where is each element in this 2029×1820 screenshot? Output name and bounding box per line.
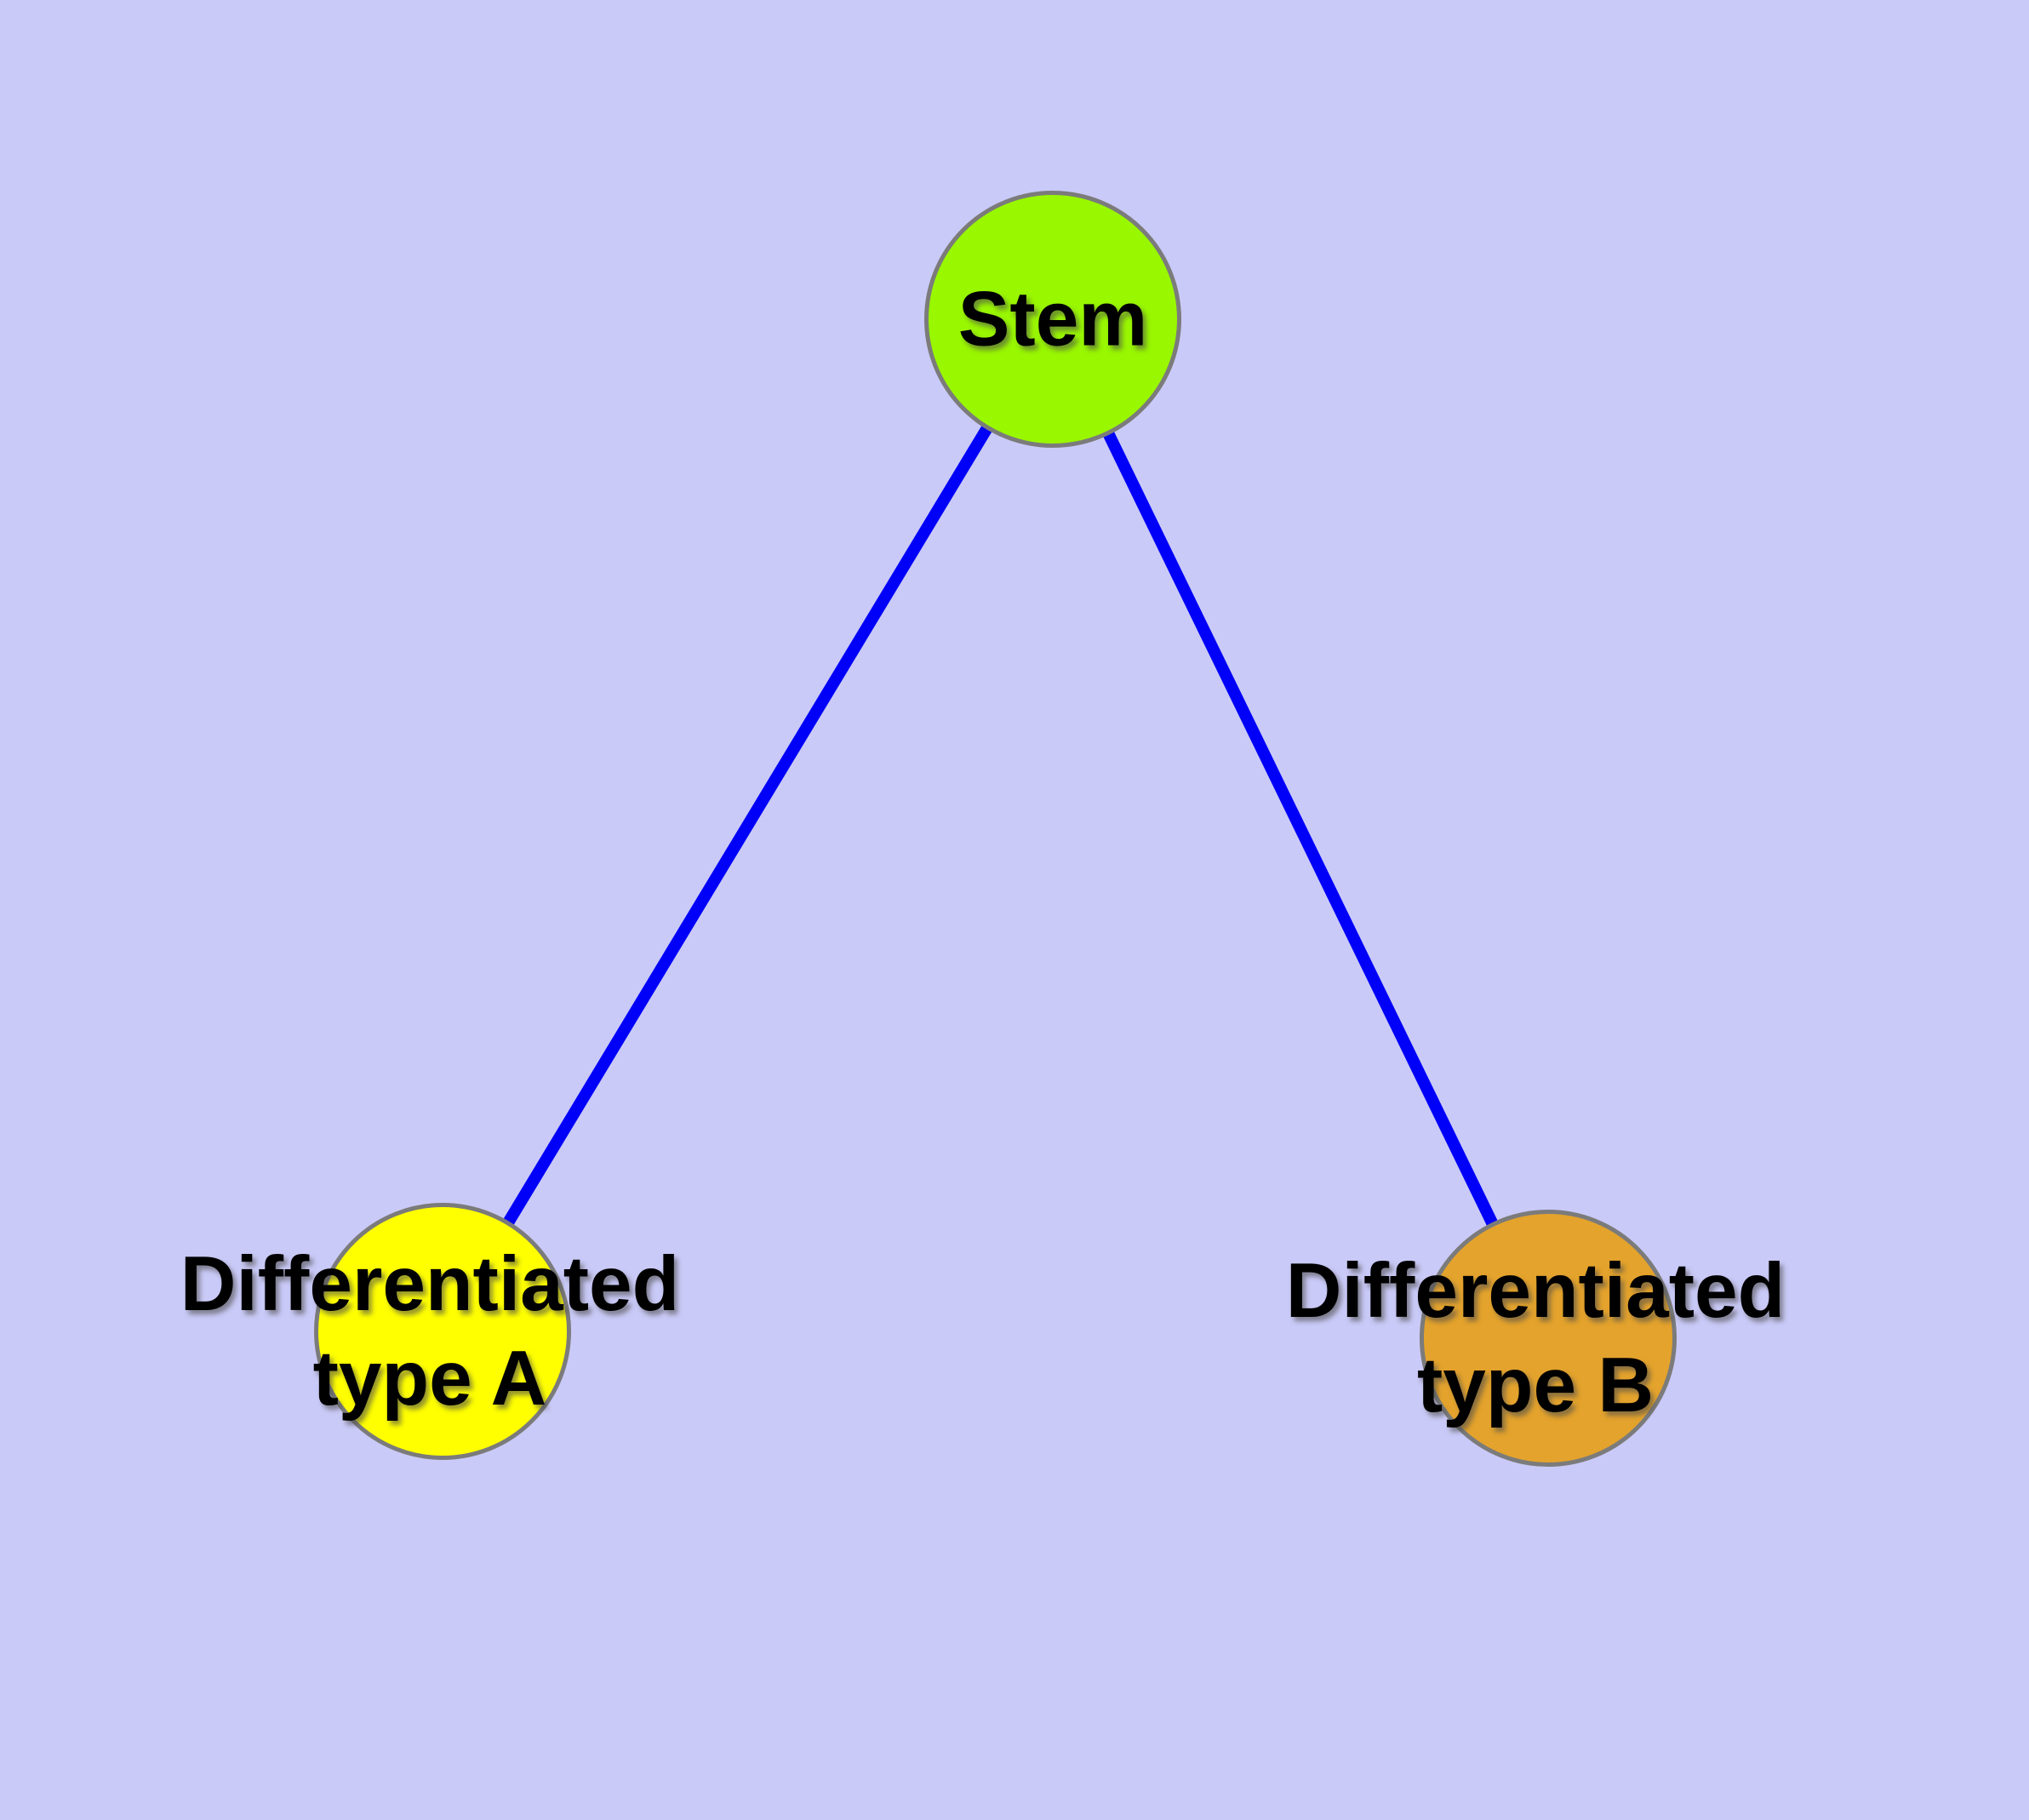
node-differentiated-type-b (1420, 1210, 1677, 1467)
edge-stem-to-type-b (1047, 316, 1554, 1342)
node-stem (924, 191, 1181, 448)
edge-stem-to-type-a (437, 316, 1058, 1335)
node-differentiated-type-a (314, 1203, 571, 1460)
